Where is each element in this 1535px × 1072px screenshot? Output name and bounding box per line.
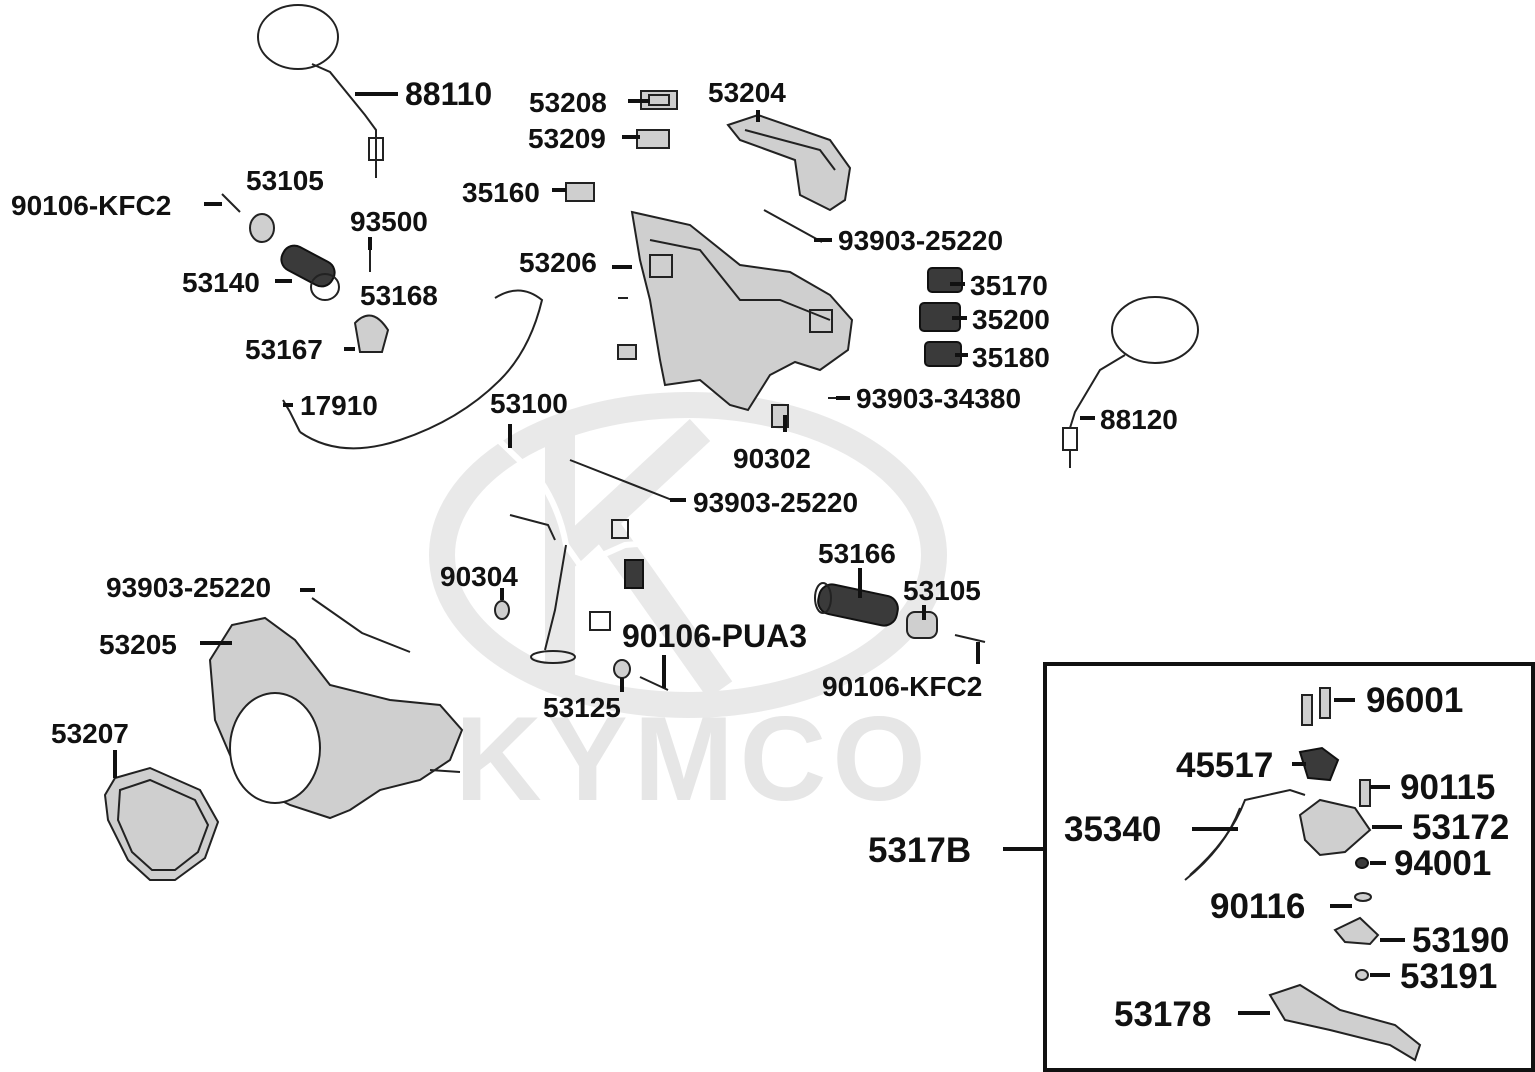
label-93903-25220-top: 93903-25220 <box>838 225 1003 256</box>
label-93500: 93500 <box>350 206 428 237</box>
label-88110: 88110 <box>405 76 492 112</box>
label-90106-kfc2-top: 90106-KFC2 <box>11 190 171 221</box>
label-53172: 53172 <box>1412 808 1509 847</box>
label-53209: 53209 <box>528 123 606 154</box>
headlight-lens-53207-drawing <box>103 766 220 881</box>
watermark-text: KYMCO <box>455 692 932 826</box>
label-53168: 53168 <box>360 280 438 311</box>
label-53140: 53140 <box>182 267 260 298</box>
handlebar-53100-drawing <box>462 421 793 664</box>
label-90106-pua3: 90106-PUA3 <box>622 618 807 654</box>
label-53105-top: 53105 <box>246 165 324 196</box>
label-35340: 35340 <box>1064 810 1161 849</box>
label-90304: 90304 <box>440 561 518 592</box>
left-grip-parts-drawing <box>221 193 544 450</box>
inset-lever-assembly: 5317B 96001 45517 90115 35340 53172 9400… <box>868 662 1535 1072</box>
label-35170: 35170 <box>970 270 1048 301</box>
label-17910: 17910 <box>300 390 378 421</box>
cover-53204-drawing <box>726 113 852 212</box>
label-53105-right: 53105 <box>903 575 981 606</box>
label-90302: 90302 <box>733 443 811 474</box>
label-53191: 53191 <box>1400 957 1497 996</box>
label-53178: 53178 <box>1114 995 1211 1034</box>
label-88120: 88120 <box>1100 404 1178 435</box>
label-53204: 53204 <box>708 77 786 108</box>
label-93903-34380: 93903-34380 <box>856 383 1021 414</box>
mirror-right-drawing <box>1062 296 1199 468</box>
label-35180: 35180 <box>972 342 1050 373</box>
label-5317b: 5317B <box>868 831 971 870</box>
label-53190: 53190 <box>1412 921 1509 960</box>
label-53208: 53208 <box>529 87 607 118</box>
label-96001: 96001 <box>1366 681 1463 720</box>
kymco-watermark: KYMCO <box>429 392 947 826</box>
mirror-left-drawing <box>257 4 384 178</box>
label-93903-25220-mid: 93903-25220 <box>693 487 858 518</box>
label-53100: 53100 <box>490 388 568 419</box>
label-90115: 90115 <box>1400 768 1495 807</box>
label-53125: 53125 <box>543 692 621 723</box>
label-53207: 53207 <box>51 718 129 749</box>
part-labels: 88110 53208 53204 53209 35160 90106-KFC2… <box>11 76 1178 749</box>
label-53166: 53166 <box>818 538 896 569</box>
rear-cover-53206-drawing <box>630 210 854 412</box>
label-53167: 53167 <box>245 334 323 365</box>
front-cover-53205-drawing <box>208 616 464 820</box>
label-93903-25220-left: 93903-25220 <box>106 572 271 603</box>
label-35160: 35160 <box>462 177 540 208</box>
label-45517: 45517 <box>1176 746 1273 785</box>
handlebar-switches-drawing <box>919 267 963 367</box>
label-53206: 53206 <box>519 247 597 278</box>
leader-lines <box>113 92 1095 778</box>
label-35200: 35200 <box>972 304 1050 335</box>
label-94001: 94001 <box>1394 844 1491 883</box>
label-90106-kfc2-bottom: 90106-KFC2 <box>822 671 982 702</box>
label-90116: 90116 <box>1210 887 1305 926</box>
label-53205: 53205 <box>99 629 177 660</box>
small-fasteners-drawing <box>311 209 986 691</box>
right-grip-drawing <box>814 582 938 639</box>
